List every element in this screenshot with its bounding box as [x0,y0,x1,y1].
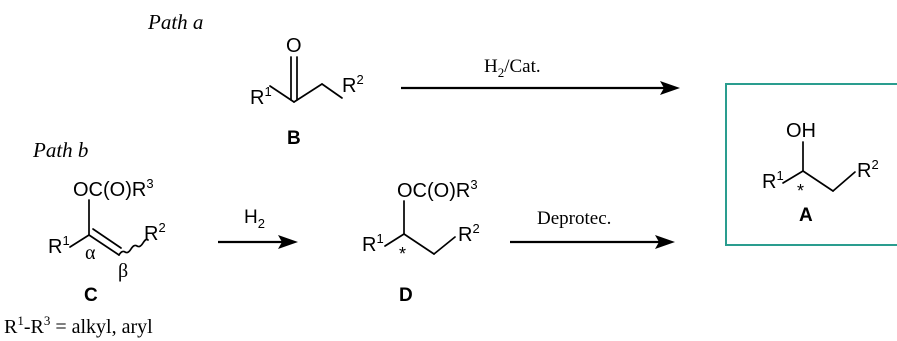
compound-b-structure: O R1 R2 [250,35,364,109]
path-a-arrow [401,81,680,95]
d-r1-group: R1 [362,231,384,256]
bond-a-r1 [782,170,804,184]
compound-d-label: D [399,285,413,306]
bond-d-chain-1 [403,233,435,255]
path-a-reagent: H2/Cat. [484,56,541,80]
b-r1-group: R1 [250,84,272,109]
step-2-arrow [510,235,675,249]
bond-b-r1-carbonyl [269,85,295,103]
c-r2-group: R2 [144,220,166,245]
bond-b-chain-2 [321,83,343,99]
compound-b-label: B [287,128,301,149]
c-r1-group: R1 [48,233,70,258]
bond-d-r1 [384,233,405,247]
path-b-label: Path b [32,138,88,162]
d-ester-group: OC(O)R3 [397,177,478,202]
c-beta-label: β [118,260,128,282]
a-stereocenter-mark: * [797,181,804,201]
path-a-label: Path a [147,10,203,34]
b-r2-group: R2 [342,72,364,97]
bond-c-alkene-a [88,234,120,256]
d-r2-group: R2 [458,221,480,246]
bond-c-alkene-b [92,228,122,249]
c-alpha-label: α [85,242,96,264]
c-ester-group: OC(O)R3 [73,176,154,201]
bond-a-chain-1 [802,170,834,192]
compound-a-structure: OH R1 R2 * [762,120,879,201]
product-box-frame [725,83,897,246]
bond-b-chain-1 [293,83,323,103]
bond-c-wavy [118,238,149,256]
compound-c-label: C [84,285,98,306]
bond-d-chain-2 [433,236,456,255]
step-2-reagent: Deprotec. [537,208,611,229]
bond-a-chain-2 [832,171,856,192]
compound-c-structure: OC(O)R3 R1 R2 α β [48,176,166,282]
a-r2-group: R2 [857,157,879,182]
step-1-reagent: H2 [244,207,265,231]
compound-a-label: A [799,205,813,226]
step-1-arrow [218,235,298,249]
bond-c-r1 [69,234,90,248]
b-oxygen-atom: O [286,35,302,57]
substituent-footnote: R1-R3 = alkyl, aryl [4,313,153,338]
compound-d-structure: OC(O)R3 R1 R2 * [362,177,480,264]
a-r1-group: R1 [762,168,784,193]
d-stereocenter-mark: * [399,244,406,264]
a-hydroxyl-group: OH [786,120,816,142]
